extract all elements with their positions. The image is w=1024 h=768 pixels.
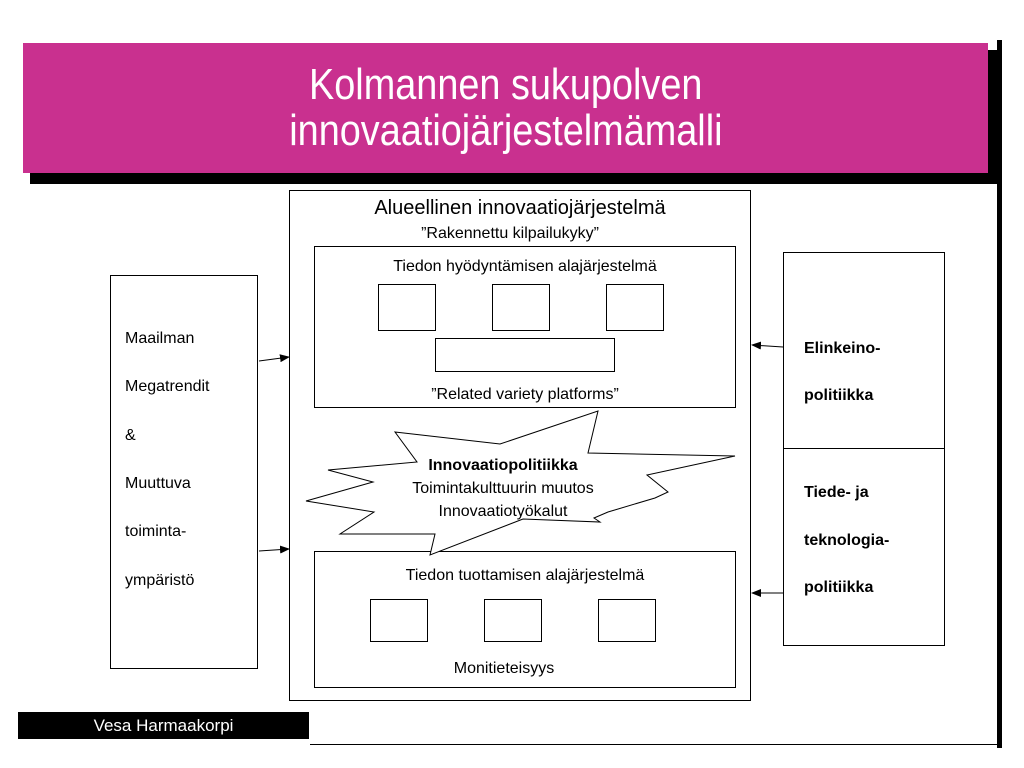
megatrends-line-2: Megatrendit [125, 378, 210, 395]
utilization-node-1 [378, 284, 436, 331]
production-node-2 [484, 599, 542, 642]
starburst-line-2: Toimintakulttuurin muutos [412, 480, 594, 497]
footer-rule [310, 744, 998, 745]
utilization-subsystem-title: Tiedon hyödyntämisen alajärjestelmä [393, 258, 657, 275]
megatrends-line-6: ympäristö [125, 572, 195, 589]
regional-system-subtitle: ”Rakennettu kilpailukyky” [421, 225, 599, 242]
right-edge-rule [997, 40, 1002, 748]
title-banner: Kolmannen sukupolven innovaatiojärjestel… [23, 43, 988, 173]
science-policy-box [783, 448, 945, 646]
production-node-1 [370, 599, 428, 642]
regional-system-title: Alueellinen innovaatiojärjestelmä [374, 197, 666, 219]
utilization-subsystem-footer: ”Related variety platforms” [431, 386, 619, 403]
arrow-industrial-policy-to-system [751, 341, 784, 350]
production-subsystem-footer: Monitieteisyys [453, 660, 555, 677]
starburst-title: Innovaatiopolitiikka [428, 457, 578, 474]
science-policy-line-2: teknologia- [804, 532, 890, 549]
production-subsystem-title: Tiedon tuottamisen alajärjestelmä [405, 567, 645, 584]
industrial-policy-line-1: Elinkeino- [804, 340, 881, 357]
megatrends-line-4: Muuttuva [125, 475, 191, 492]
industrial-policy-box [783, 252, 945, 449]
utilization-node-3 [606, 284, 664, 331]
arrow-megatrends-to-production [258, 545, 290, 554]
arrow-megatrends-to-utilization [258, 354, 290, 363]
title-line-2: innovaatiojärjestelmämalli [288, 106, 723, 155]
science-policy-line-3: politiikka [804, 579, 874, 596]
innovation-policy-starburst [305, 410, 736, 556]
production-node-3 [598, 599, 656, 642]
megatrends-line-5: toiminta- [125, 523, 187, 540]
megatrends-line-3: & [125, 427, 136, 444]
title-line-1: Kolmannen sukupolven [308, 60, 703, 109]
starburst-line-3: Innovaatiotyökalut [438, 503, 568, 520]
megatrends-line-1: Maailman [125, 330, 195, 347]
platform-node [435, 338, 615, 372]
science-policy-line-1: Tiede- ja [804, 484, 869, 501]
author-footer: Vesa Harmaakorpi [18, 712, 309, 739]
industrial-policy-line-2: politiikka [804, 387, 874, 404]
megatrends-box [110, 275, 258, 669]
utilization-node-2 [492, 284, 550, 331]
